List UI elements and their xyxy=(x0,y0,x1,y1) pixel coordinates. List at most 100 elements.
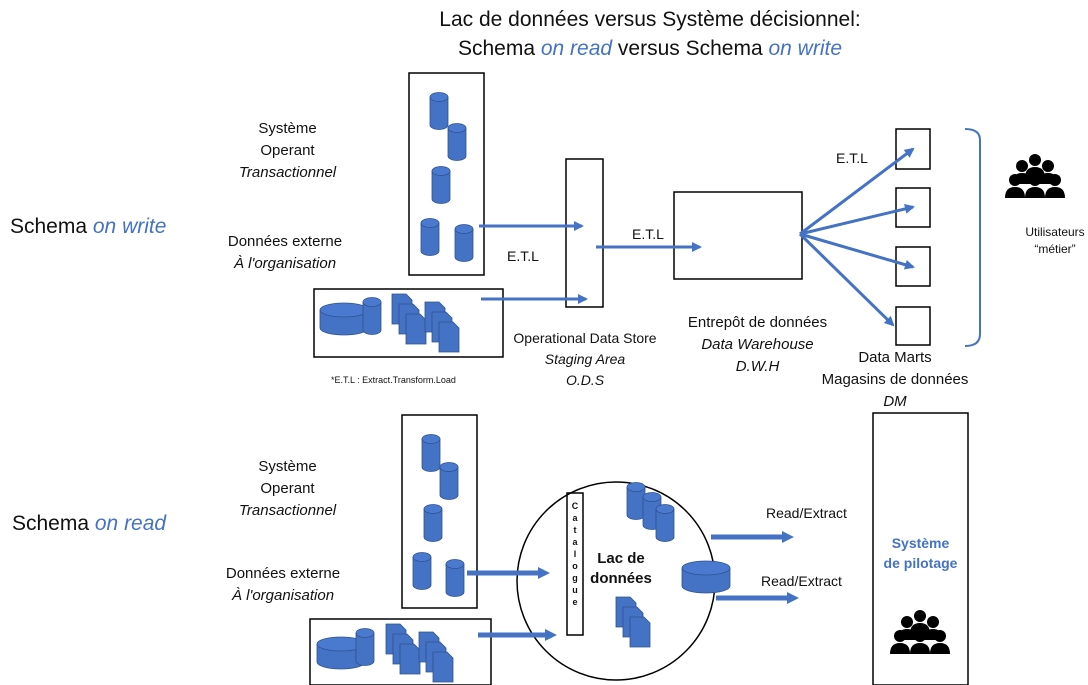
datamarts-abbr: DM xyxy=(883,393,907,410)
organisation-line: À l'organisation xyxy=(231,587,335,604)
systeme-line: Système xyxy=(258,458,317,475)
title-line-2: Schema on read versus Schema on write xyxy=(330,35,970,62)
title-schema-word: Schema xyxy=(457,37,541,60)
datamart-box-2 xyxy=(895,187,931,228)
users-label: Utilisateurs “métier” xyxy=(1020,224,1088,258)
etl-footnote: *E.T.L : Extract.Transform.Load xyxy=(331,375,456,385)
database-icon xyxy=(431,166,451,204)
arrow-dwh-to-dm4 xyxy=(798,232,895,327)
arrow-dwh-to-dm2 xyxy=(799,203,915,236)
datamart-box-4 xyxy=(895,306,931,346)
donnees-externe-line: Données externe xyxy=(225,565,341,582)
schema-mode: on read xyxy=(94,512,167,535)
systeme-operant-top: Système Operant Transactionnel xyxy=(230,118,345,184)
lac-line-1: Lac de xyxy=(597,550,645,567)
catalogue-letter: a xyxy=(572,513,578,523)
database-icon xyxy=(439,462,459,500)
catalogue-letter: g xyxy=(572,573,578,583)
catalogue-box xyxy=(566,492,584,636)
database-icon xyxy=(655,504,675,542)
title-on-read: on read xyxy=(540,37,613,60)
read-extract-label-1: Read/Extract xyxy=(766,505,847,521)
database-icon xyxy=(421,434,441,472)
schema-on-read-label: Schema on read xyxy=(12,512,166,536)
schema-on-write-label: Schema on write xyxy=(10,215,166,239)
etl-label-2: E.T.L xyxy=(632,226,664,242)
schema-mode: on write xyxy=(92,215,167,238)
database-icon xyxy=(355,628,375,666)
arrow-dwh-to-dm1 xyxy=(799,147,915,236)
external-data-box-bottom xyxy=(309,618,492,685)
users-line-1: Utilisateurs xyxy=(1025,225,1085,239)
database-icon xyxy=(454,224,474,262)
transactionnel-line: Transactionnel xyxy=(238,502,337,519)
source-systems-box-top xyxy=(408,72,485,276)
datamarts-label: Data Marts Magasins de données DM xyxy=(800,347,990,413)
schema-word: Schema xyxy=(12,512,95,535)
document-stack-icon xyxy=(419,632,453,682)
arrow-dwh-to-dm3 xyxy=(799,232,915,270)
transactionnel-line: Transactionnel xyxy=(238,164,337,181)
database-icon xyxy=(362,297,382,335)
database-icon xyxy=(447,123,467,161)
database-icon xyxy=(429,92,449,130)
database-icon xyxy=(445,559,465,597)
document-stack-icon xyxy=(425,302,459,352)
database-icon xyxy=(626,482,646,520)
ods-box xyxy=(565,158,604,308)
pilotage-box xyxy=(872,412,969,685)
operant-line: Operant xyxy=(260,480,315,497)
people-group-icon xyxy=(890,610,950,654)
document-stack-icon xyxy=(616,597,650,647)
systeme-operant-bottom: Système Operant Transactionnel xyxy=(230,456,345,522)
catalogue-letter: e xyxy=(572,597,578,607)
catalogue-letter: a xyxy=(572,537,578,547)
catalogue-letter: l xyxy=(573,549,577,559)
read-extract-label-2: Read/Extract xyxy=(761,573,842,589)
ods-staging: Staging Area xyxy=(544,351,626,367)
database-icon xyxy=(681,560,731,594)
users-bracket xyxy=(964,128,981,347)
dwh-name: Entrepôt de données xyxy=(687,314,828,331)
document-stack-icon xyxy=(386,624,420,674)
dwh-abbr: D.W.H xyxy=(735,358,780,375)
ods-label: Operational Data Store Staging Area O.D.… xyxy=(505,328,665,391)
donnees-externe-top: Données externe À l'organisation xyxy=(210,231,360,275)
title-on-write: on write xyxy=(768,37,843,60)
users-line-2: “métier” xyxy=(1034,242,1076,256)
catalogue-letter: u xyxy=(572,585,578,595)
people-group-icon xyxy=(1005,154,1065,198)
catalogue-letter: t xyxy=(573,525,577,535)
dwh-en: Data Warehouse xyxy=(701,336,814,353)
external-data-box-top xyxy=(313,288,504,358)
systeme-line: Système xyxy=(258,120,317,137)
catalogue-letter: o xyxy=(572,561,578,571)
datamart-box-3 xyxy=(895,246,931,287)
ods-abbr: O.D.S xyxy=(565,372,605,388)
dwh-box xyxy=(673,191,803,280)
schema-word: Schema xyxy=(10,215,93,238)
database-icon xyxy=(420,218,440,256)
data-lake-label: Lac de données xyxy=(586,549,656,589)
ods-name: Operational Data Store xyxy=(513,330,657,346)
document-stack-icon xyxy=(392,294,426,344)
datamarts-name: Data Marts xyxy=(858,349,932,366)
pilotage-label: Système de pilotage xyxy=(874,533,967,573)
organisation-line: À l'organisation xyxy=(233,255,337,272)
database-icon xyxy=(412,552,432,590)
dwh-label: Entrepôt de données Data Warehouse D.W.H xyxy=(665,312,850,378)
pilotage-line-1: Système xyxy=(891,535,950,551)
pilotage-line-2: de pilotage xyxy=(883,555,958,571)
catalogue-letter: C xyxy=(571,501,579,511)
operant-line: Operant xyxy=(260,142,315,159)
database-icon xyxy=(423,504,443,542)
donnees-externe-bottom: Données externe À l'organisation xyxy=(208,563,358,607)
datamart-box-1 xyxy=(895,128,931,170)
etl-label-3: E.T.L xyxy=(836,150,868,166)
title-line-1: Lac de données versus Système décisionne… xyxy=(439,8,861,31)
source-systems-box-bottom xyxy=(401,414,478,609)
donnees-externe-line: Données externe xyxy=(227,233,343,250)
database-icon xyxy=(319,302,369,336)
lac-line-2: données xyxy=(590,570,652,587)
